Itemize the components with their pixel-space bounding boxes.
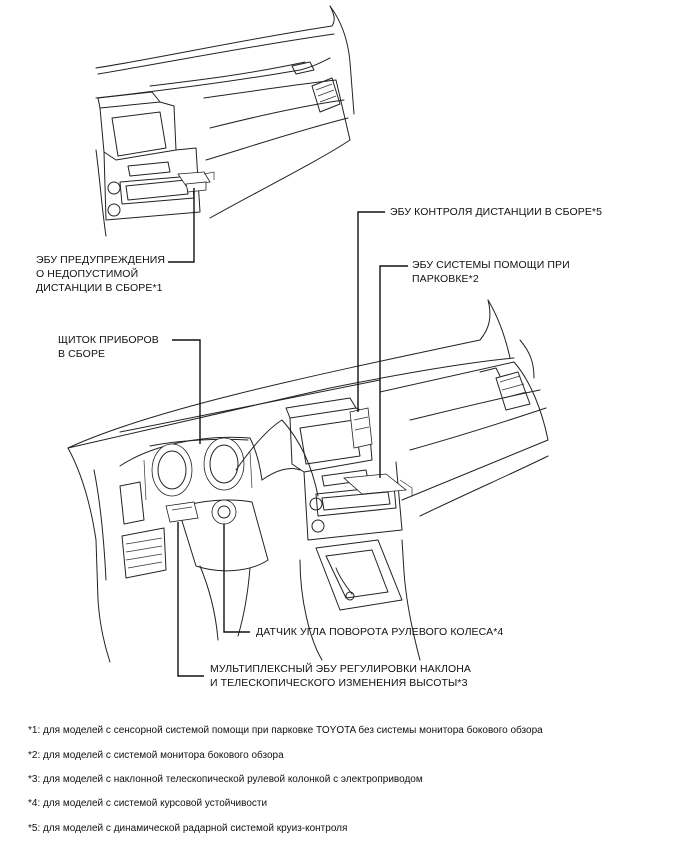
steering-angle-sensor-part (211, 499, 237, 525)
distance-warning-ecu-label: ЭБУ ПРЕДУПРЕЖДЕНИЯ О НЕДОПУСТИМОЙ ДИСТАН… (36, 253, 165, 295)
tilt-telescopic-ecu-part (165, 501, 199, 523)
lower-dashboard-drawing (67, 299, 549, 663)
distance-warning-ecu-line1: ЭБУ ПРЕДУПРЕЖДЕНИЯ (36, 254, 166, 266)
tilt-telescopic-ecu-line2: И ТЕЛЕСКОПИЧЕСКОГО ИЗМЕНЕНИЯ ВЫСОТЫ*3 (210, 677, 468, 689)
parking-assist-ecu-line2: ПАРКОВКЕ*2 (412, 273, 479, 285)
footnote-1: *1: для моделей с сенсорной системой пом… (28, 725, 543, 736)
distance-control-ecu-label: ЭБУ КОНТРОЛЯ ДИСТАНЦИИ В СБОРЕ*5 (390, 206, 603, 218)
distance-warning-ecu-line2: О НЕДОПУСТИМОЙ (36, 268, 139, 280)
upper-dashboard-drawing (95, 5, 355, 237)
parking-assist-ecu-line1: ЭБУ СИСТЕМЫ ПОМОЩИ ПРИ (412, 259, 570, 271)
parking-assist-ecu-label: ЭБУ СИСТЕМЫ ПОМОЩИ ПРИ ПАРКОВКЕ*2 (412, 258, 570, 286)
tilt-telescopic-ecu-label: МУЛЬТИПЛЕКСНЫЙ ЭБУ РЕГУЛИРОВКИ НАКЛОНА И… (210, 662, 471, 690)
tilt-telescopic-ecu-line1: МУЛЬТИПЛЕКСНЫЙ ЭБУ РЕГУЛИРОВКИ НАКЛОНА (210, 663, 472, 675)
instrument-cluster-line1: ЩИТОК ПРИБОРОВ (58, 334, 159, 346)
distance-control-ecu-part (349, 407, 373, 449)
footnote-4: *4: для моделей с системой курсовой усто… (28, 798, 268, 809)
footnote-3: *3: для моделей с наклонной телескопичес… (28, 774, 423, 785)
footnote-5: *5: для моделей с динамической радарной … (28, 823, 348, 834)
instrument-cluster-label: ЩИТОК ПРИБОРОВ В СБОРЕ (58, 333, 159, 361)
distance-warning-ecu-line3: ДИСТАНЦИИ В СБОРЕ*1 (36, 282, 163, 294)
leader-lines (168, 188, 408, 677)
instrument-cluster-line2: В СБОРЕ (58, 348, 106, 360)
steering-angle-sensor-label: ДАТЧИК УГЛА ПОВОРОТА РУЛЕВОГО КОЛЕСА*4 (256, 626, 504, 638)
footnote-2: *2: для моделей с системой монитора боко… (28, 750, 284, 761)
parking-assist-ecu-part (343, 473, 413, 496)
distance-warning-ecu-part (177, 171, 215, 193)
instrument-cluster-part (143, 437, 253, 501)
